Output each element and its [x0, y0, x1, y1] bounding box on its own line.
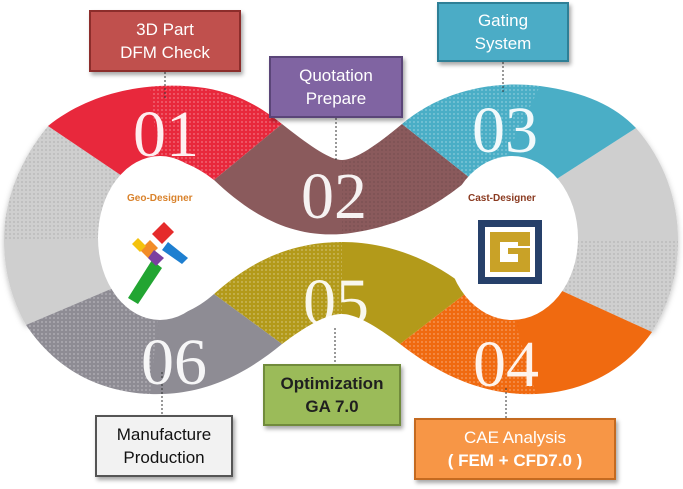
- cast-designer-logo-icon: [478, 220, 542, 284]
- step-01-label-line2: DFM Check: [120, 43, 210, 62]
- step-number-04: 04: [473, 328, 539, 401]
- connector-lines: [161, 62, 507, 418]
- step-02-label-line2: Prepare: [305, 89, 367, 108]
- cast-designer-label: Cast-Designer: [468, 193, 536, 204]
- step-06-label-line1: Manufacture: [116, 425, 212, 444]
- step-01-label-box: 3D Part DFM Check: [89, 10, 241, 72]
- step-04-label-line2: ( FEM + CFD7.0 ): [447, 451, 583, 470]
- loop-grey-segments: [4, 126, 678, 332]
- step-03-label-line2: System: [474, 34, 532, 53]
- step-03-label-box: Gating System: [437, 2, 569, 62]
- step-01-label-line1: 3D Part: [136, 20, 194, 39]
- step-number-05: 05: [303, 266, 369, 339]
- step-05-label-line1: Optimization: [280, 374, 384, 393]
- step-06-label-line2: Production: [123, 448, 205, 467]
- step-06-label-box: Manufacture Production: [95, 415, 233, 477]
- step-number-02: 02: [301, 160, 367, 233]
- step-number-01: 01: [133, 98, 199, 171]
- step-04-label-box: CAE Analysis ( FEM + CFD7.0 ): [414, 418, 616, 480]
- geo-designer-label: Geo-Designer: [127, 193, 193, 204]
- step-05-label-box: Optimization GA 7.0: [263, 364, 401, 426]
- step-03-label-line1: Gating: [477, 11, 529, 30]
- step-02-label-line1: Quotation: [299, 66, 373, 85]
- geo-designer-logo-icon: [128, 222, 188, 304]
- step-04-label-line1: CAE Analysis: [463, 428, 567, 447]
- step-05-label-line2: GA 7.0: [305, 397, 359, 416]
- step-number-06: 06: [141, 326, 207, 399]
- step-number-03: 03: [472, 94, 538, 167]
- step-02-label-box: Quotation Prepare: [269, 56, 403, 118]
